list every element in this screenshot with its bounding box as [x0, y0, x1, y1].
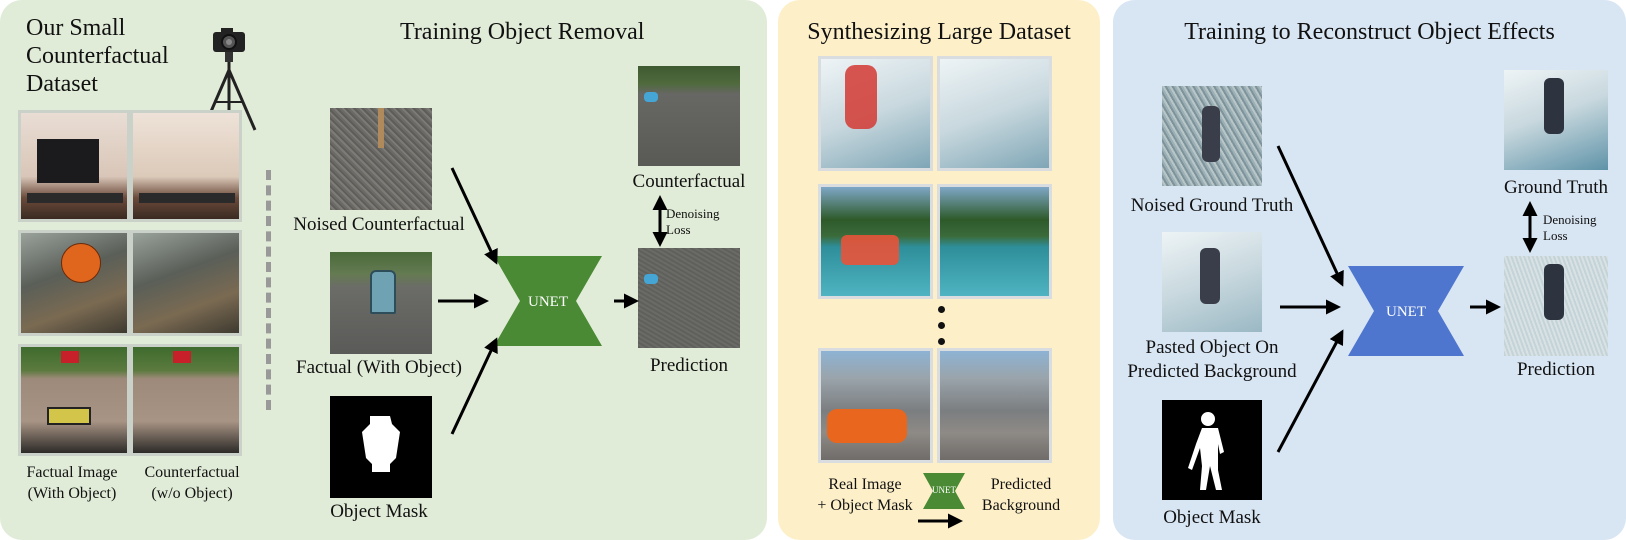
synth-boat-background [937, 184, 1052, 299]
unet-block-small [923, 473, 965, 509]
caption-counterfactual-line-1: Counterfactual [144, 464, 240, 481]
label-factual: Factual (With Object) [296, 357, 462, 378]
synth-caption-right-line-2: Background [981, 497, 1061, 514]
synth-boat-real [818, 184, 933, 299]
unet-block-green [494, 256, 602, 346]
denoising-loss-2-line-2: Loss [1543, 228, 1568, 243]
label-pasted-object-line-2: Predicted Background [1127, 361, 1297, 382]
reconstruct-title: Training to Reconstruct Object Effects [1184, 19, 1555, 45]
caption-factual-line-1: Factual Image [26, 464, 118, 481]
denoising-loss-1-line-1: Denoising [666, 206, 720, 221]
dataset-title: Our Small Counterfactual Dataset [26, 14, 169, 98]
synth-taxi-background [937, 348, 1052, 463]
tv-factual-image [18, 110, 130, 222]
unet-label-small: UNET [932, 485, 956, 495]
tv-counterfactual-image [130, 110, 242, 222]
ball-counterfactual-image [130, 230, 242, 336]
caption-counterfactual: Counterfactual (w/o Object) [134, 462, 250, 504]
synth-taxi-real [818, 348, 933, 463]
label-object-mask-1: Object Mask [330, 501, 428, 522]
synth-title: Synthesizing Large Dataset [807, 19, 1071, 45]
label-object-mask-2: Object Mask [1163, 507, 1261, 528]
unet-label-green: UNET [528, 294, 568, 310]
ball-factual-image [18, 230, 130, 336]
cart-counterfactual-image [130, 344, 242, 456]
training-title: Training Object Removal [400, 19, 645, 45]
label-pasted-object: Pasted Object On Predicted Background [1112, 336, 1312, 384]
dataset-title-line-2: Counterfactual [26, 43, 169, 69]
caption-counterfactual-line-2: (w/o Object) [151, 485, 233, 502]
denoising-loss-2: Denoising Loss [1543, 212, 1596, 244]
unet-label-blue: UNET [1386, 304, 1426, 320]
dataset-title-line-3: Dataset [26, 71, 98, 97]
label-prediction-2: Prediction [1516, 359, 1596, 380]
noised-ground-truth-image [1162, 86, 1262, 186]
synth-caption-left-line-1: Real Image [828, 476, 902, 493]
label-prediction-1: Prediction [649, 355, 729, 376]
denoising-loss-1-line-2: Loss [666, 222, 691, 237]
unet-block-blue [1348, 266, 1464, 356]
caption-factual-line-2: (With Object) [27, 485, 117, 502]
camera-tripod-icon [201, 28, 257, 131]
label-pasted-object-line-1: Pasted Object On [1145, 337, 1279, 358]
denoising-loss-1: Denoising Loss [666, 206, 719, 238]
synth-caption-right: Predicted Background [966, 474, 1076, 516]
synth-ski-background [937, 56, 1052, 171]
caption-factual: Factual Image (With Object) [14, 462, 130, 504]
prediction-output-image [638, 248, 740, 348]
synth-caption-left: Real Image + Object Mask [800, 474, 930, 516]
factual-lantern-image [330, 252, 432, 354]
object-mask-skier [1162, 400, 1262, 500]
cart-factual-image [18, 344, 130, 456]
noised-counterfactual-image [330, 108, 432, 210]
synth-caption-left-line-2: + Object Mask [817, 497, 913, 514]
pasted-object-image [1162, 232, 1262, 332]
label-noised-ground-truth: Noised Ground Truth [1130, 195, 1294, 216]
object-mask-lantern [330, 396, 432, 498]
label-counterfactual: Counterfactual [632, 171, 746, 192]
ground-truth-image [1504, 70, 1608, 170]
synth-ski-real [818, 56, 933, 171]
label-noised-counterfactual: Noised Counterfactual [293, 214, 465, 235]
denoising-loss-2-line-1: Denoising [1543, 212, 1597, 227]
dataset-title-line-1: Our Small [26, 15, 126, 41]
counterfactual-output-image [638, 66, 740, 166]
lantern-mask-shape [362, 416, 400, 472]
dashed-separator [266, 170, 271, 410]
synth-caption-right-line-1: Predicted [990, 476, 1052, 493]
label-ground-truth: Ground Truth [1504, 177, 1608, 198]
ellipsis-dots [938, 306, 946, 350]
skier-mask-shape [1188, 412, 1224, 490]
prediction-output-image-2 [1504, 256, 1608, 356]
